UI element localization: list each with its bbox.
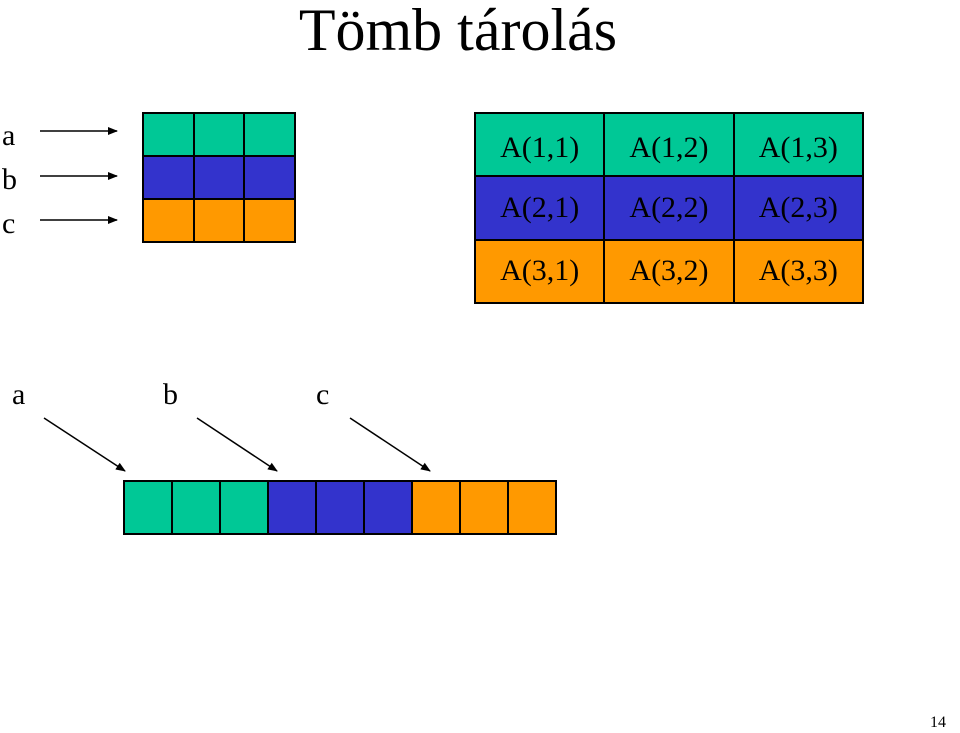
linear-cell	[125, 482, 171, 533]
matrix-cell: A(1,3)	[734, 114, 862, 176]
linear-cell	[221, 482, 267, 533]
linear-cell	[461, 482, 507, 533]
matrix-cell: A(2,1)	[476, 177, 604, 239]
grid-cell	[144, 114, 193, 155]
matrix-cell: A(1,2)	[605, 114, 733, 176]
linear-cell	[365, 482, 411, 533]
pointer-label-b: b	[2, 163, 17, 196]
grid-cell	[144, 200, 193, 241]
slide-title: Tömb tárolás	[298, 0, 618, 63]
grid-cell	[245, 200, 294, 241]
matrix-cell: A(2,3)	[734, 177, 862, 239]
linear-cell	[509, 482, 555, 533]
linear-cell	[317, 482, 363, 533]
linear-storage-strip	[123, 480, 557, 535]
grid-cell	[194, 200, 244, 241]
arrow-c-to-linear	[349, 417, 431, 472]
linear-cell	[413, 482, 459, 533]
arrow-a-to-linear	[43, 417, 126, 472]
grid-cell	[245, 157, 294, 198]
arrow-b-to-linear	[196, 417, 278, 472]
linear-cell	[173, 482, 219, 533]
linear-label-c: c	[316, 378, 330, 411]
matrix-grid: A(1,1)A(1,2)A(1,3)A(2,1)A(2,2)A(2,3)A(3,…	[474, 112, 864, 304]
pointer-label-a: a	[2, 119, 16, 152]
linear-label-b: b	[163, 378, 178, 411]
grid-cell	[144, 157, 193, 198]
linear-label-a: a	[12, 378, 26, 411]
matrix-cell: A(2,2)	[605, 177, 733, 239]
grid-cell	[194, 114, 244, 155]
grid-cell	[194, 157, 244, 198]
row-pointer-grid	[142, 112, 296, 243]
matrix-cell: A(3,1)	[476, 240, 604, 302]
matrix-cell: A(3,3)	[734, 240, 862, 302]
linear-cell	[269, 482, 315, 533]
page-number: 14	[930, 714, 946, 731]
matrix-cell: A(1,1)	[476, 114, 604, 176]
matrix-cell: A(3,2)	[605, 240, 733, 302]
pointer-label-c: c	[2, 207, 16, 240]
grid-cell	[245, 114, 294, 155]
